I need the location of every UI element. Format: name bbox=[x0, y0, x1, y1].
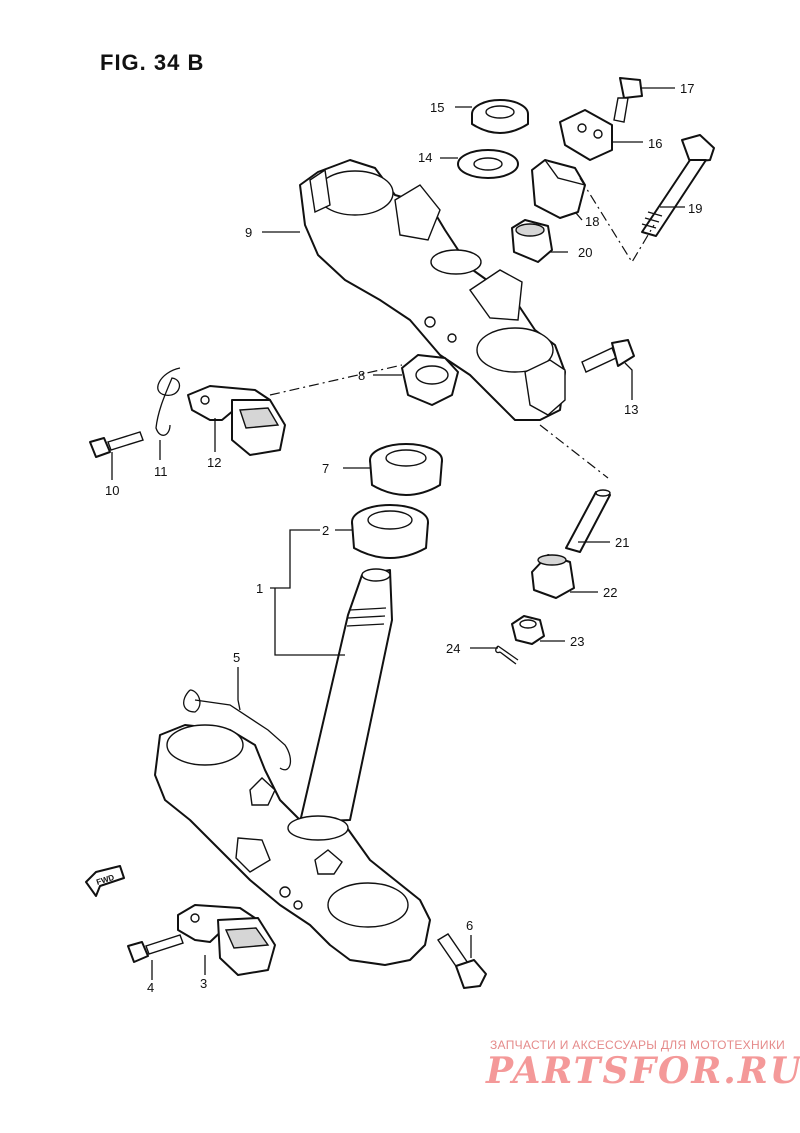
callout-1: 1 bbox=[256, 581, 263, 596]
part-washer-14 bbox=[457, 149, 519, 179]
callout-24: 24 bbox=[446, 641, 460, 656]
callout-16: 16 bbox=[648, 136, 662, 151]
callout-2: 2 bbox=[322, 523, 329, 538]
part-upper-bracket bbox=[299, 159, 566, 421]
callout-18: 18 bbox=[585, 214, 599, 229]
callout-21: 21 bbox=[615, 535, 629, 550]
part-cap-15 bbox=[471, 99, 529, 134]
part-bearing-7 bbox=[369, 443, 443, 496]
callout-11: 11 bbox=[154, 464, 168, 479]
part-pin-21 bbox=[565, 489, 611, 553]
callout-17: 17 bbox=[680, 81, 694, 96]
part-bearing-2 bbox=[351, 504, 429, 559]
part-nut-8 bbox=[401, 354, 459, 406]
part-holder-18 bbox=[531, 159, 586, 219]
part-steering-stem bbox=[299, 568, 393, 823]
part-clip-5 bbox=[183, 689, 292, 771]
part-bolt-19 bbox=[641, 134, 715, 237]
part-clamp-16 bbox=[559, 109, 613, 161]
callout-13: 13 bbox=[624, 402, 638, 417]
callout-9: 9 bbox=[245, 225, 252, 240]
part-bolt-13 bbox=[581, 339, 635, 373]
part-spring-11 bbox=[155, 367, 181, 436]
callout-15: 15 bbox=[430, 100, 444, 115]
watermark-logo: PARTSFOR.RU bbox=[486, 1050, 800, 1092]
callout-labels: 15 14 17 16 18 20 19 9 8 13 11 12 10 7 2… bbox=[105, 81, 702, 995]
callout-8: 8 bbox=[358, 368, 365, 383]
part-lower-bracket bbox=[154, 724, 431, 966]
callout-6: 6 bbox=[466, 918, 473, 933]
callout-22: 22 bbox=[603, 585, 617, 600]
figure-title: FIG. 34 B bbox=[100, 50, 205, 75]
part-damper-22 bbox=[531, 554, 575, 599]
leader-lines bbox=[111, 87, 685, 980]
part-bolt-4 bbox=[127, 934, 184, 963]
callout-10: 10 bbox=[105, 483, 119, 498]
fwd-direction-arrow: FWD bbox=[85, 865, 125, 897]
callout-4: 4 bbox=[147, 980, 154, 995]
part-holder-12 bbox=[187, 385, 286, 456]
callout-3: 3 bbox=[200, 976, 207, 991]
part-holder-3 bbox=[177, 904, 276, 976]
part-nut-23 bbox=[511, 615, 545, 645]
callout-23: 23 bbox=[570, 634, 584, 649]
part-bolt-10 bbox=[89, 431, 144, 458]
part-damper-20 bbox=[511, 219, 553, 263]
callout-5: 5 bbox=[233, 650, 240, 665]
watermark-caption: ЗАПЧАСТИ И АКСЕССУАРЫ ДЛЯ МОТОТЕХНИКИ bbox=[490, 1038, 786, 1052]
part-bolt-17 bbox=[613, 77, 643, 123]
callout-7: 7 bbox=[322, 461, 329, 476]
part-bolt-6 bbox=[437, 933, 487, 989]
callout-20: 20 bbox=[578, 245, 592, 260]
callout-12: 12 bbox=[207, 455, 221, 470]
part-cotter-24 bbox=[495, 645, 519, 665]
callout-19: 19 bbox=[688, 201, 702, 216]
callout-14: 14 bbox=[418, 150, 432, 165]
